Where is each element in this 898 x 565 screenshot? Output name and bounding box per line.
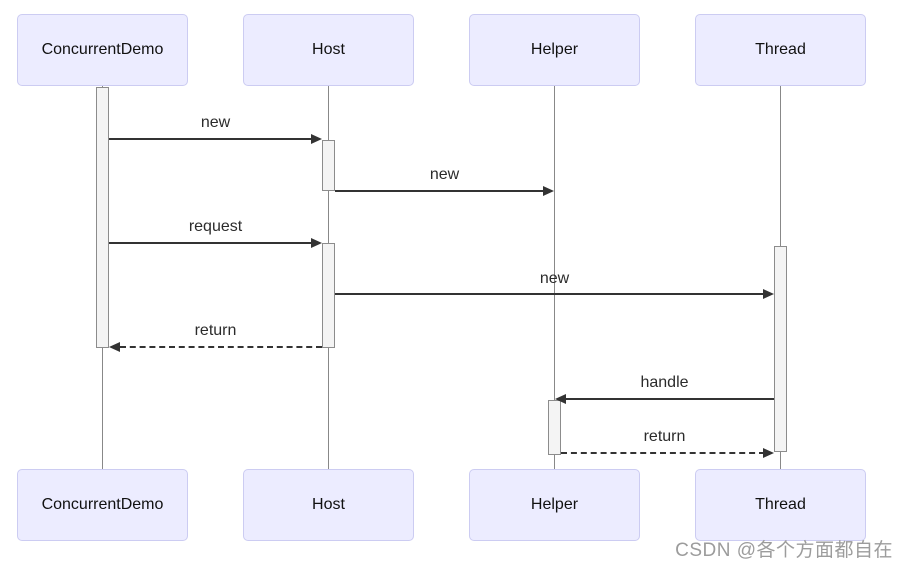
message-arrow xyxy=(335,293,765,295)
activation-host-2 xyxy=(322,243,335,348)
message-arrow xyxy=(335,190,545,192)
actor-box-helper-bottom: Helper xyxy=(469,469,640,541)
arrowhead-left-icon xyxy=(555,394,566,404)
message-label: handle xyxy=(640,374,689,391)
actor-box-thread-bottom: Thread xyxy=(695,469,866,541)
csdn-watermark: CSDN @各个方面都自在 xyxy=(675,540,893,561)
message-arrow xyxy=(561,452,765,454)
arrowhead-right-icon xyxy=(763,289,774,299)
actor-box-concurrentdemo-bottom: ConcurrentDemo xyxy=(17,469,188,541)
actor-box-helper-top: Helper xyxy=(469,14,640,86)
message-arrow xyxy=(566,398,774,400)
message-label: request xyxy=(188,218,243,235)
message-arrow xyxy=(109,138,313,140)
arrowhead-right-icon xyxy=(311,134,322,144)
activation-concurrentdemo xyxy=(96,87,109,348)
arrowhead-right-icon xyxy=(311,238,322,248)
actor-label: Host xyxy=(312,41,345,58)
message-arrow xyxy=(109,242,313,244)
actor-box-thread-top: Thread xyxy=(695,14,866,86)
message-label: return xyxy=(194,322,237,339)
message-label: new xyxy=(429,166,460,183)
actor-box-concurrentdemo-top: ConcurrentDemo xyxy=(17,14,188,86)
actor-label: ConcurrentDemo xyxy=(41,41,164,58)
lifeline-helper xyxy=(554,86,555,469)
actor-label: Helper xyxy=(530,496,579,513)
actor-label: Helper xyxy=(530,41,579,58)
actor-label: ConcurrentDemo xyxy=(41,496,164,513)
actor-label: Thread xyxy=(755,41,806,58)
actor-box-host-top: Host xyxy=(243,14,414,86)
actor-label: Thread xyxy=(755,496,806,513)
actor-box-host-bottom: Host xyxy=(243,469,414,541)
activation-thread xyxy=(774,246,787,452)
arrowhead-right-icon xyxy=(763,448,774,458)
arrowhead-left-icon xyxy=(109,342,120,352)
message-label: return xyxy=(643,428,686,445)
message-label: new xyxy=(539,270,570,287)
activation-host-1 xyxy=(322,140,335,191)
actor-label: Host xyxy=(312,496,345,513)
message-arrow xyxy=(120,346,322,348)
arrowhead-right-icon xyxy=(543,186,554,196)
activation-helper xyxy=(548,400,561,455)
message-label: new xyxy=(200,114,231,131)
